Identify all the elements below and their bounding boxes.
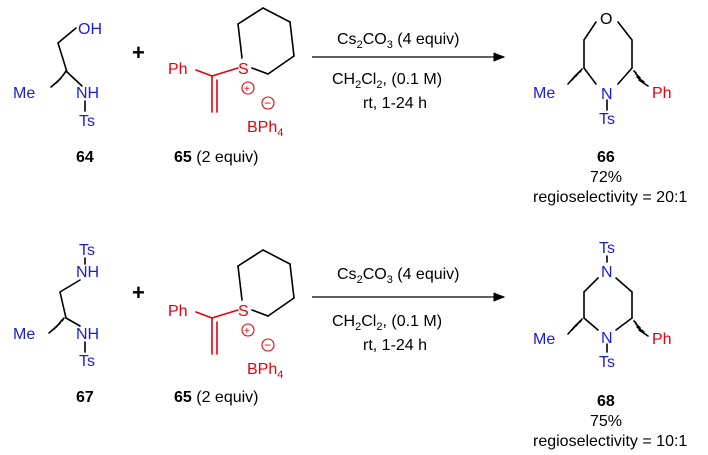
compound-number-67: 67: [76, 389, 94, 406]
yield-66: 72%: [590, 169, 622, 186]
ts-label: Ts: [599, 240, 615, 257]
sulfur-label: S: [238, 61, 249, 78]
ts-label: Ts: [599, 354, 615, 371]
methyl-label: Me: [13, 85, 35, 102]
product-66-structure: O N Ts Me Ph 66 72% regioselectivity = 2…: [533, 11, 687, 206]
sulfur-label: S: [238, 303, 249, 320]
reagent-65-structure: S Ph + − BPh4 65 (2 equiv): [168, 249, 295, 406]
nitrogen-label: N: [601, 264, 613, 281]
nh-label: NH: [76, 264, 99, 281]
phenyl-label: Ph: [168, 61, 188, 78]
regioselectivity-66: regioselectivity = 20:1: [533, 189, 687, 206]
compound-number-64: 64: [76, 149, 94, 166]
methyl-label: Me: [533, 331, 555, 348]
phenyl-label: Ph: [652, 85, 672, 102]
ts-label: Ts: [79, 242, 95, 259]
ts-label: Ts: [79, 353, 95, 370]
methyl-label: Me: [13, 326, 35, 343]
product-68-structure: Ts N N Ts Me Ph 68 75% regioselectivity …: [533, 240, 687, 450]
hydroxyl-label: OH: [78, 21, 102, 38]
plus-sign-1: +: [132, 40, 145, 65]
methyl-label: Me: [533, 85, 555, 102]
solvent-label: CH2Cl2, (0.1 M): [332, 71, 442, 91]
yield-68: 75%: [590, 413, 622, 430]
nitrogen-label: N: [601, 330, 613, 347]
negative-charge: −: [264, 338, 271, 352]
positive-charge: +: [244, 84, 250, 95]
reagent-65-caption: 65 (2 equiv): [174, 149, 259, 166]
substrate-67-structure: Ts NH NH Ts Me 67: [13, 242, 99, 406]
regioselectivity-68: regioselectivity = 10:1: [533, 433, 687, 450]
nitrogen-label: N: [601, 86, 613, 103]
temp-time-label: rt, 1-24 h: [363, 337, 427, 354]
substrate-64-structure: OH NH Ts Me 64: [13, 21, 102, 166]
conditions-row-2: Cs2CO3 (4 equiv) CH2Cl2, (0.1 M) rt, 1-2…: [312, 266, 506, 354]
base-label: Cs2CO3 (4 equiv): [337, 31, 460, 51]
conditions-row-1: Cs2CO3 (4 equiv) CH2Cl2, (0.1 M) rt, 1-2…: [312, 31, 506, 112]
reagent-65-structure: S Ph + − BPh4 65 (2 equiv): [168, 7, 295, 166]
compound-number-68: 68: [597, 393, 615, 410]
ts-label: Ts: [79, 113, 95, 130]
negative-charge: −: [264, 96, 271, 110]
phenyl-label: Ph: [652, 331, 672, 348]
nh-label: NH: [76, 85, 99, 102]
solvent-label: CH2Cl2, (0.1 M): [332, 313, 442, 333]
reagent-65-caption: 65 (2 equiv): [174, 389, 259, 406]
compound-number-66: 66: [597, 149, 615, 166]
counterion-label: BPh4: [247, 361, 283, 381]
base-label: Cs2CO3 (4 equiv): [337, 266, 460, 286]
nh-label: NH: [76, 326, 99, 343]
positive-charge: +: [244, 326, 250, 337]
counterion-label: BPh4: [247, 119, 283, 139]
plus-sign-2: +: [132, 280, 145, 305]
temp-time-label: rt, 1-24 h: [363, 95, 427, 112]
ts-label: Ts: [599, 111, 615, 128]
oxygen-label: O: [600, 11, 612, 28]
phenyl-label: Ph: [168, 303, 188, 320]
